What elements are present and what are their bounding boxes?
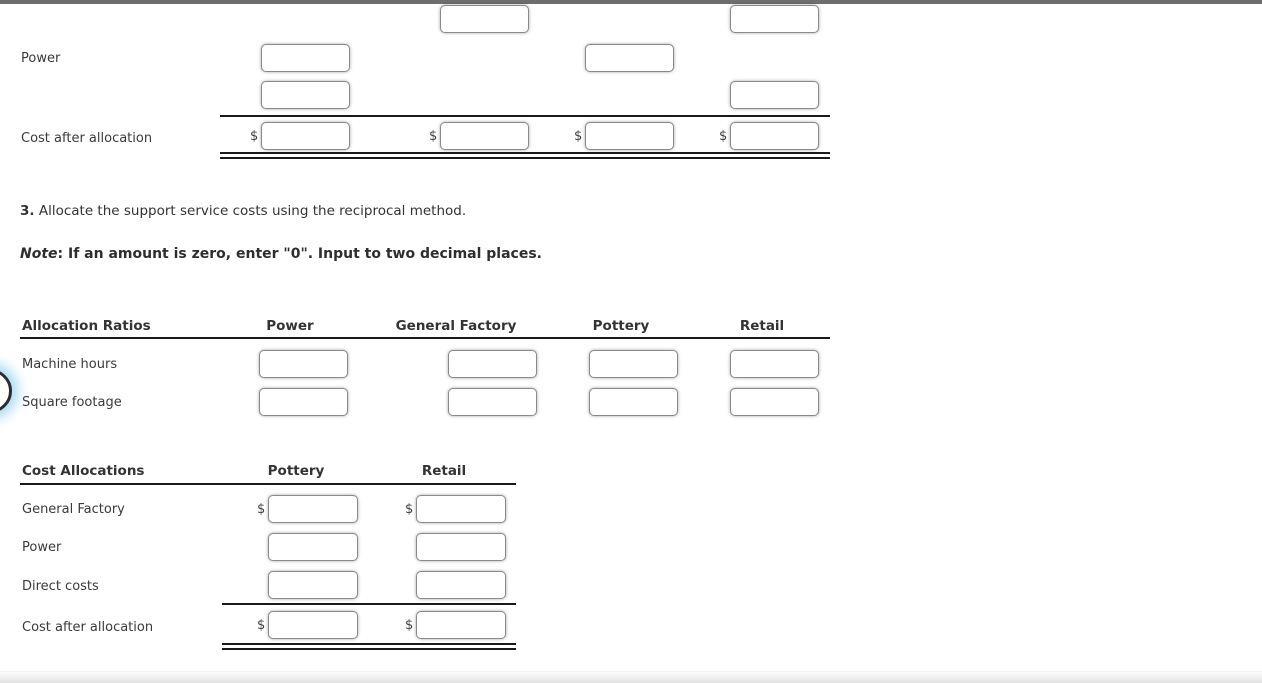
note-label: Note — [20, 246, 58, 262]
ratios-squarefootage-power-input[interactable] — [259, 388, 348, 416]
alloc-total-retail-input[interactable] — [416, 611, 506, 639]
currency-symbol: $ — [405, 618, 414, 633]
column-header-retail: Retail — [739, 318, 785, 334]
row-label-cost-after-allocation: Cost after allocation — [22, 620, 154, 635]
table1-power-pottery-input[interactable] — [585, 44, 674, 72]
table-double-rule — [220, 152, 830, 159]
currency-symbol: $ — [574, 129, 583, 144]
table-rule — [20, 337, 830, 339]
table1-row0-retail-input[interactable] — [730, 5, 819, 33]
column-header-general-factory: General Factory — [395, 318, 517, 334]
table1-total-power-input[interactable] — [261, 122, 350, 150]
column-header-pottery: Pottery — [267, 463, 325, 479]
currency-symbol: $ — [250, 129, 259, 144]
table1-total-retail-input[interactable] — [730, 122, 819, 150]
row-label-direct-costs: Direct costs — [22, 579, 99, 594]
currency-symbol: $ — [257, 502, 266, 517]
instruction-number: 3. — [20, 203, 35, 219]
instruction-text: 3. Allocate the support service costs us… — [20, 203, 466, 219]
page-nav-button-fragment[interactable] — [0, 369, 12, 413]
ratios-squarefootage-generalfactory-input[interactable] — [448, 388, 537, 416]
bottom-toolbar-edge — [0, 671, 1262, 683]
table1-total-generalfactory-input[interactable] — [440, 122, 529, 150]
alloc-generalfactory-retail-input[interactable] — [416, 495, 506, 523]
table-rule — [222, 603, 516, 605]
alloc-power-retail-input[interactable] — [416, 533, 506, 561]
note-body: : If an amount is zero, enter "0". Input… — [57, 246, 543, 262]
allocation-ratios-title: Allocation Ratios — [22, 318, 151, 334]
table1-row0-generalfactory-input[interactable] — [440, 5, 529, 33]
currency-symbol: $ — [257, 618, 266, 633]
cost-allocations-title: Cost Allocations — [22, 463, 145, 479]
row-label-square-footage: Square footage — [22, 395, 122, 410]
table-rule — [220, 115, 830, 117]
top-border-bar — [0, 0, 1262, 4]
row-label-power: Power — [22, 540, 62, 555]
ratios-machinehours-retail-input[interactable] — [730, 350, 819, 378]
ratios-squarefootage-pottery-input[interactable] — [589, 388, 678, 416]
table-rule — [20, 483, 516, 485]
row-label-general-factory: General Factory — [22, 502, 125, 517]
alloc-directcosts-retail-input[interactable] — [416, 571, 506, 599]
table-double-rule — [222, 643, 516, 650]
table1-row2-retail-input[interactable] — [730, 81, 819, 109]
row-label-cost-after-allocation: Cost after allocation — [21, 131, 153, 146]
instruction-body: Allocate the support service costs using… — [38, 203, 467, 219]
column-header-retail: Retail — [421, 463, 467, 479]
ratios-machinehours-generalfactory-input[interactable] — [448, 350, 537, 378]
column-header-power: Power — [266, 318, 314, 334]
alloc-generalfactory-pottery-input[interactable] — [268, 495, 358, 523]
row-label-machine-hours: Machine hours — [22, 357, 118, 372]
ratios-machinehours-power-input[interactable] — [259, 350, 348, 378]
alloc-directcosts-pottery-input[interactable] — [268, 571, 358, 599]
currency-symbol: $ — [719, 129, 728, 144]
alloc-total-pottery-input[interactable] — [268, 611, 358, 639]
ratios-machinehours-pottery-input[interactable] — [589, 350, 678, 378]
currency-symbol: $ — [429, 129, 438, 144]
ratios-squarefootage-retail-input[interactable] — [730, 388, 819, 416]
table1-power-power-input[interactable] — [261, 44, 350, 72]
note-text: Note: If an amount is zero, enter "0". I… — [20, 246, 542, 262]
column-header-pottery: Pottery — [592, 318, 650, 334]
currency-symbol: $ — [405, 502, 414, 517]
alloc-power-pottery-input[interactable] — [268, 533, 358, 561]
row-label-power: Power — [21, 51, 61, 66]
table1-row2-power-input[interactable] — [261, 81, 350, 109]
table1-total-pottery-input[interactable] — [585, 122, 674, 150]
